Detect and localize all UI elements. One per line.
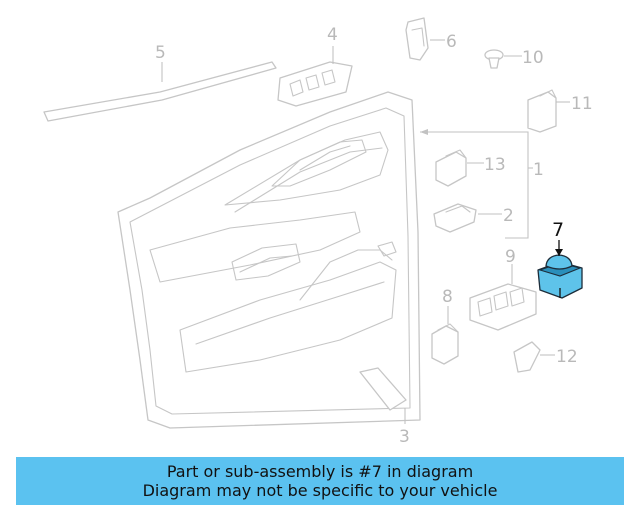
part-13-switch: 13 <box>435 149 506 187</box>
part-3-trim: 3 <box>359 367 410 447</box>
callout-12: 12 <box>556 347 578 367</box>
part-12-clip: 12 <box>513 341 578 373</box>
part-1-leader: 1 <box>420 129 544 239</box>
callout-13: 13 <box>484 155 506 175</box>
callout-9: 9 <box>505 247 516 267</box>
info-banner: Part or sub-assembly is #7 in diagram Di… <box>16 457 624 505</box>
callout-5: 5 <box>155 43 166 63</box>
callout-6: 6 <box>446 32 457 52</box>
callout-8: 8 <box>442 287 453 307</box>
callout-4: 4 <box>327 25 338 45</box>
part-7-highlighted-switch: 7 <box>537 219 583 299</box>
part-5-weatherstrip: 5 <box>43 43 277 122</box>
callout-2: 2 <box>503 206 514 226</box>
part-9-window-switch: 9 <box>469 247 537 331</box>
door-trim-panel <box>117 91 421 429</box>
callout-3: 3 <box>399 427 410 447</box>
banner-line-2: Diagram may not be specific to your vehi… <box>142 481 498 500</box>
part-10-push-clip: 10 <box>484 48 544 69</box>
part-2-switch: 2 <box>433 203 514 233</box>
callout-1: 1 <box>533 160 544 180</box>
parts-diagram: 5 4 6 10 11 1 13 <box>43 17 593 447</box>
callout-10: 10 <box>522 48 544 68</box>
callout-7: 7 <box>552 219 564 241</box>
part-4-master-switch: 4 <box>277 25 353 107</box>
callout-11: 11 <box>571 94 593 114</box>
banner-line-1: Part or sub-assembly is #7 in diagram <box>166 462 474 481</box>
part-8-switch: 8 <box>431 287 459 365</box>
part-11-bracket: 11 <box>527 89 593 133</box>
part-6-clip: 6 <box>405 17 457 61</box>
